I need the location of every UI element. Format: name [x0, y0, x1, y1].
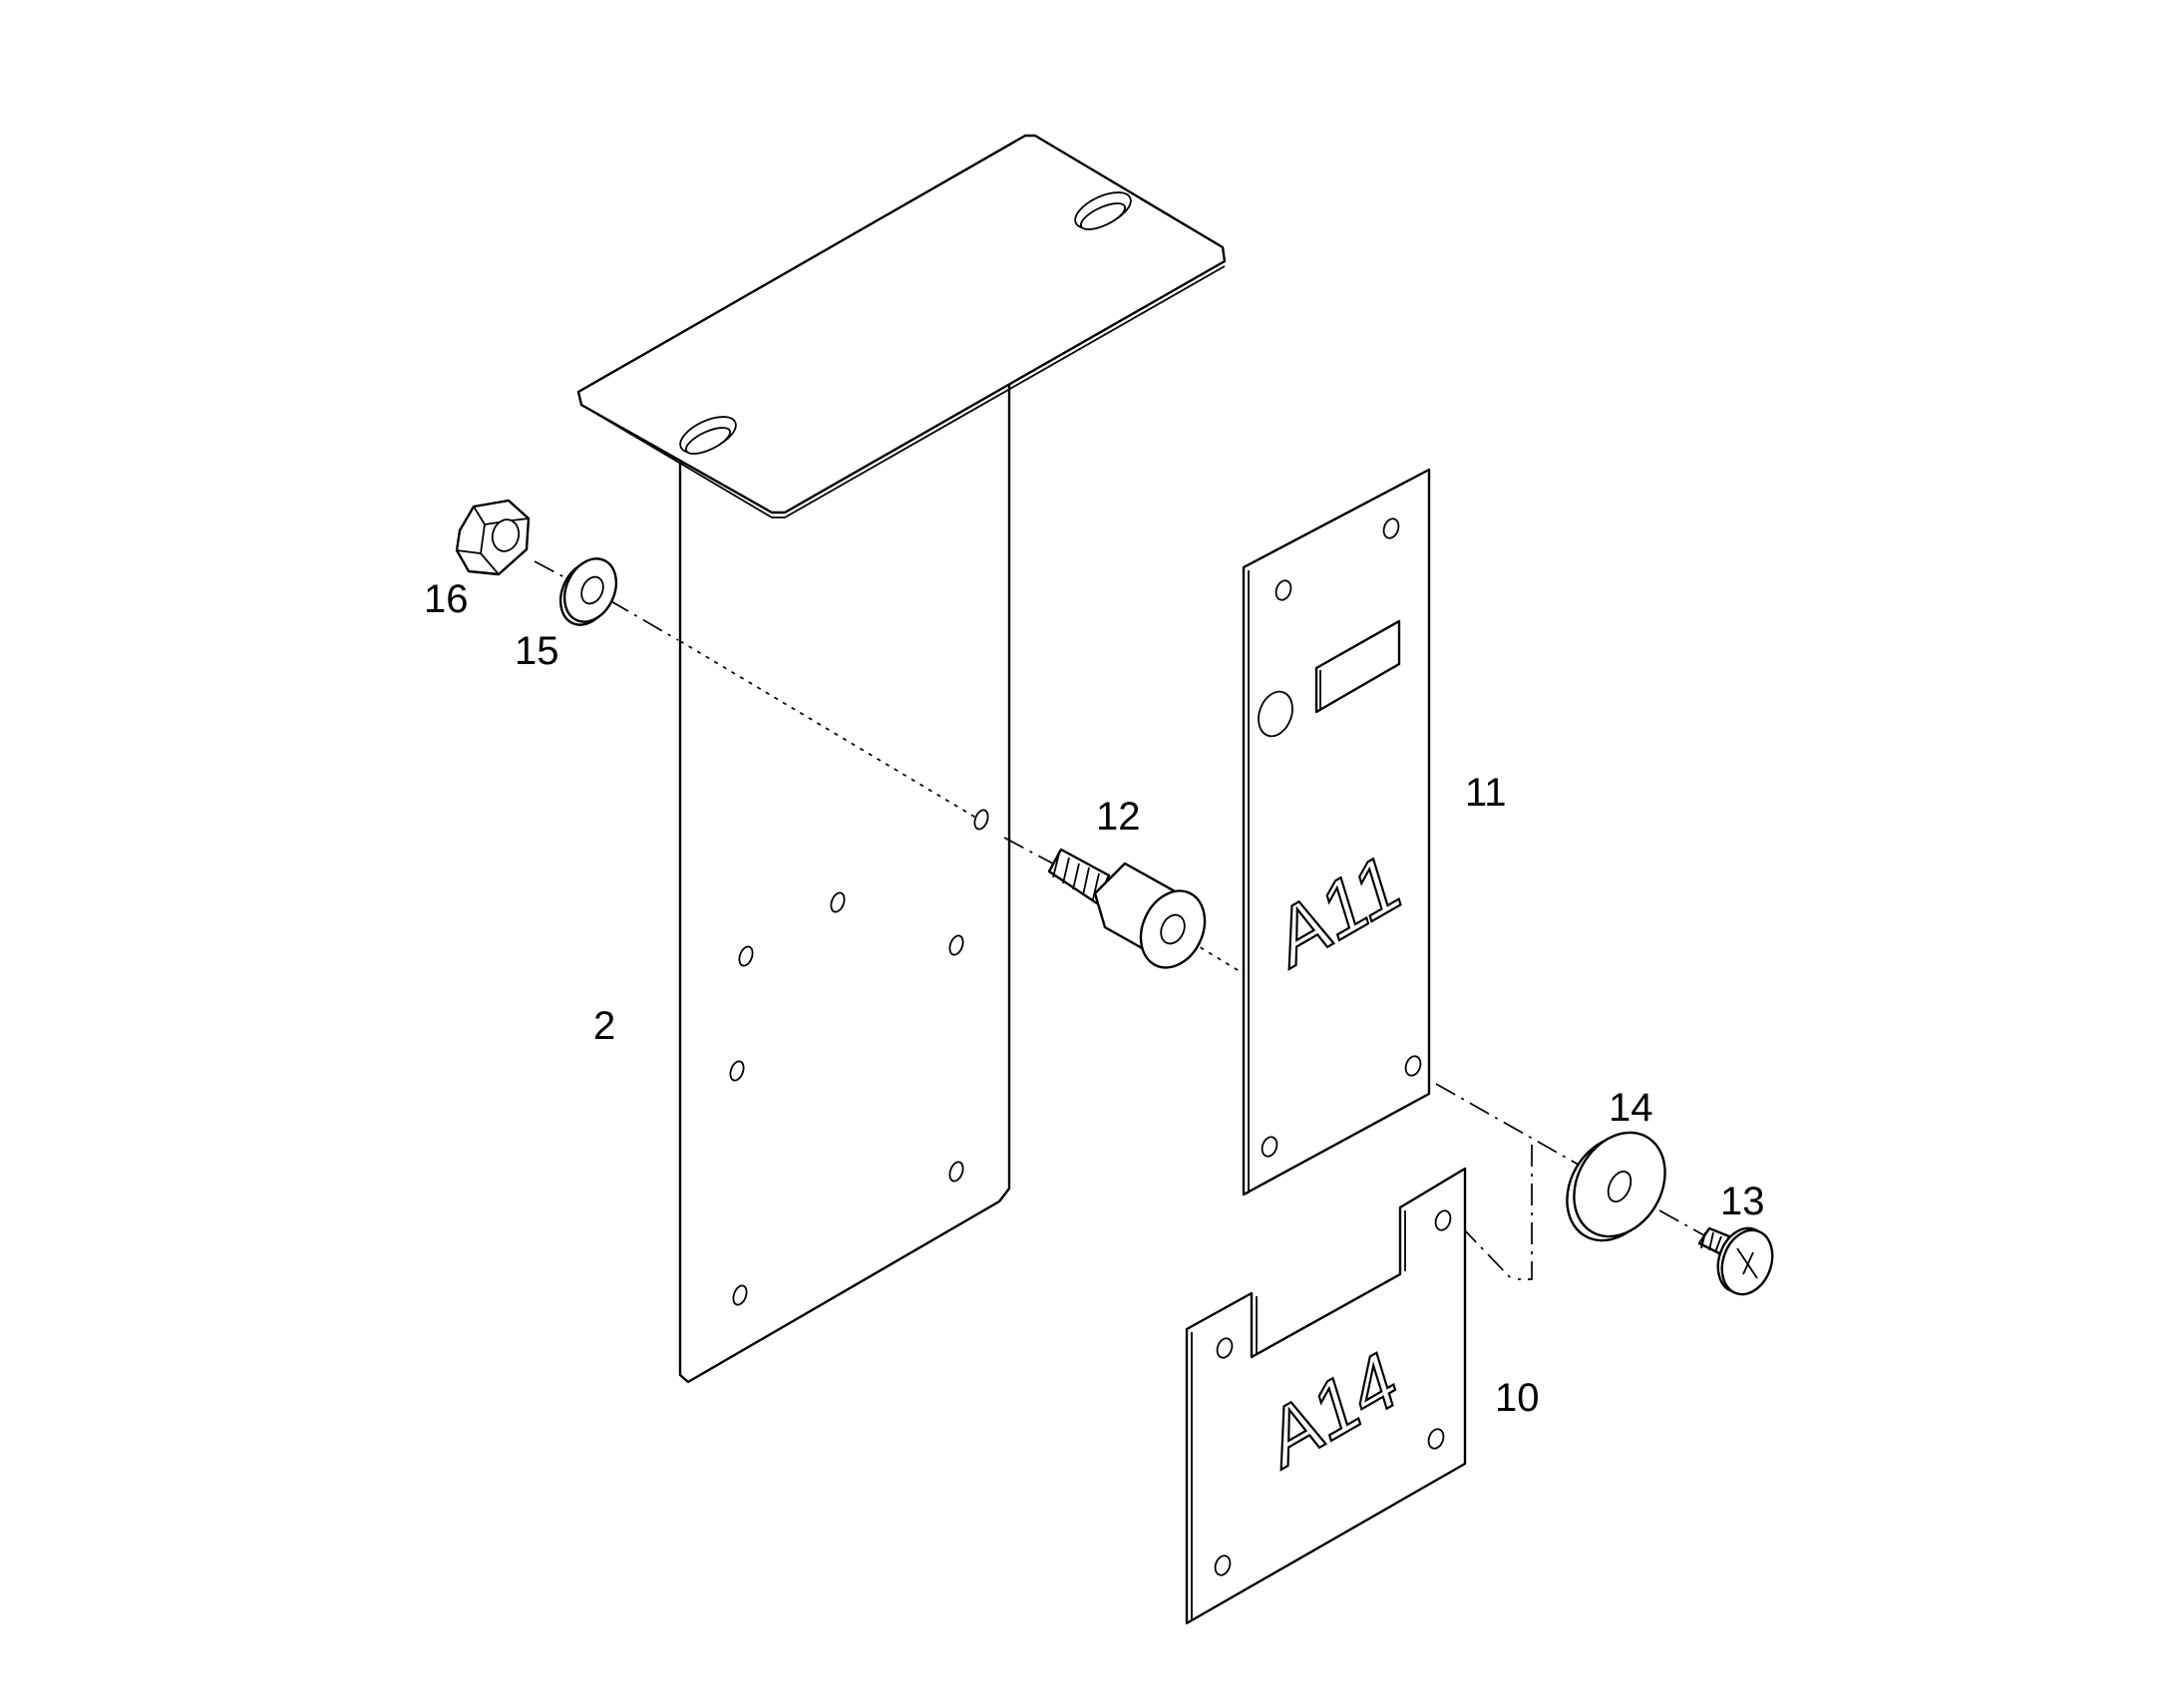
hex-nut-part-16 — [455, 499, 531, 576]
callout-10: 10 — [1495, 1376, 1540, 1420]
plate-10-holes — [1214, 1209, 1452, 1576]
callout-14: 14 — [1609, 1086, 1653, 1130]
callout-11: 11 — [1465, 771, 1507, 815]
bracket-slot-right — [1074, 191, 1132, 230]
callout-13: 13 — [1720, 1180, 1765, 1223]
panel-11-window-cutout — [1314, 619, 1401, 714]
plate-10-outline — [1185, 1167, 1467, 1625]
panel-11-outline — [1242, 468, 1431, 1196]
panel-11-round-cutout — [1258, 690, 1293, 738]
bracket-top-flange — [576, 134, 1227, 514]
panel-part-11: A11 — [1242, 468, 1431, 1196]
bracket-slot-left — [679, 416, 737, 455]
callout-16: 16 — [424, 577, 469, 621]
washer-part-14 — [1566, 1131, 1666, 1242]
callout-12: 12 — [1096, 795, 1141, 839]
bracket-flange-thickness — [580, 265, 1226, 518]
bracket-part-2 — [576, 134, 1227, 1384]
callout-15: 15 — [515, 629, 559, 673]
bracket-vertical-plate — [678, 379, 1011, 1384]
panel-11-holes — [1261, 517, 1422, 1158]
phillips-head-icon — [1736, 1247, 1758, 1279]
washer-part-15 — [558, 557, 618, 626]
standoff-part-12 — [1047, 848, 1207, 969]
screw-part-13 — [1697, 1226, 1774, 1296]
plate-part-10: A14 — [1185, 1167, 1467, 1625]
callout-2: 2 — [593, 1004, 615, 1048]
bracket-mounting-holes — [729, 809, 989, 1306]
